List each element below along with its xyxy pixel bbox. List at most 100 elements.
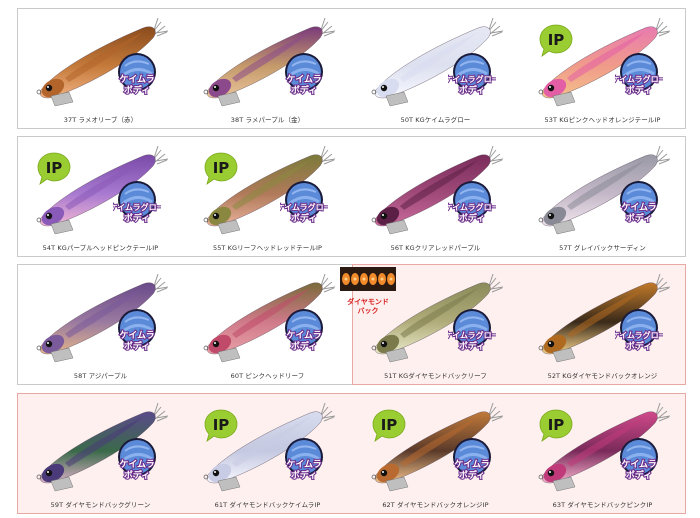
svg-text:ケイムラ: ケイムラ [119, 330, 154, 341]
ip-badge-icon: IP [37, 152, 71, 185]
svg-text:ボディ: ボディ [459, 340, 485, 352]
svg-text:IP: IP [548, 31, 565, 49]
product-card: ケイムラボディ IP 61T ダイヤモンドバックケイムラIP [184, 393, 351, 514]
product-code: 58T [73, 372, 87, 380]
product-code: 60T [230, 372, 244, 380]
product-card: ケイムラボディ 58T アジパープル [17, 264, 184, 385]
product-code: 52T [547, 372, 561, 380]
egi-lure-image [371, 17, 504, 107]
egi-lure-image [36, 17, 169, 107]
product-card: ケイムラグローボディ IP 55T KGリーフヘッドレッドテールIP [184, 136, 351, 257]
product-code: 50T [400, 116, 414, 124]
product-caption: 55T KGリーフヘッドレッドテールIP [184, 242, 351, 252]
egi-lure-image [371, 145, 504, 235]
product-code: 53T [544, 116, 558, 124]
product-name: ピンクヘッドリーフ [245, 372, 305, 380]
egi-lure-image [203, 145, 336, 235]
product-card: ケイムラボディ 57T グレイバックサーディン [519, 136, 686, 257]
product-caption: 37T ラメオリーブ（赤） [17, 114, 184, 124]
svg-text:ボディ: ボディ [291, 84, 317, 96]
product-caption: 51T KGダイヤモンドバックリーフ [352, 370, 519, 380]
svg-text:IP: IP [46, 159, 63, 177]
svg-text:ボディ: ボディ [459, 469, 485, 481]
egi-lure-image [371, 273, 504, 363]
svg-text:ケイムラグロー: ケイムラグロー [280, 202, 328, 212]
svg-text:ケイムラ: ケイムラ [119, 74, 154, 85]
product-card: ケイムラグローボディ 56T KGクリアレッドパープル [352, 136, 519, 257]
product-card: ケイムラボディ 38T ラメパープル（金） [184, 8, 351, 129]
product-name: KGリーフヘッドレッドテールIP [227, 244, 323, 252]
svg-text:ケイムラグロー: ケイムラグロー [615, 74, 663, 84]
product-caption: 54T KGパープルヘッドピンクテールIP [17, 242, 184, 252]
product-code: 61T [214, 501, 228, 509]
egi-lure-image [538, 17, 671, 107]
product-name: KGダイヤモンドバックオレンジ [562, 372, 658, 380]
product-name: KGケイムラグロー [415, 116, 471, 124]
product-name: ラメオリーブ（赤） [78, 116, 138, 124]
ip-badge-icon: IP [539, 24, 573, 57]
diamond-back-swatch [340, 267, 396, 291]
svg-text:ボディ: ボディ [626, 340, 652, 352]
product-caption: 60T ピンクヘッドリーフ [184, 370, 351, 380]
egi-lure-image [36, 402, 169, 492]
product-name: アジパープル [88, 372, 128, 380]
product-card: ケイムラグローボディ 52T KGダイヤモンドバックオレンジ [519, 264, 686, 385]
svg-text:ケイムラ: ケイムラ [119, 459, 154, 470]
svg-text:ケイムラ: ケイムラ [621, 459, 656, 470]
product-caption: 63T ダイヤモンドバックピンクIP [519, 499, 686, 509]
egi-lure-image [36, 273, 169, 363]
product-name: ダイヤモンドバックケイムラIP [229, 501, 321, 509]
product-caption: 58T アジパープル [17, 370, 184, 380]
svg-text:ボディ: ボディ [124, 84, 150, 96]
svg-text:ケイムラグロー: ケイムラグロー [448, 74, 496, 84]
product-name: KGクリアレッドパープル [405, 244, 481, 252]
svg-text:IP: IP [548, 416, 565, 434]
product-code: 63T [552, 501, 566, 509]
svg-text:ボディ: ボディ [124, 469, 150, 481]
product-card: ケイムラボディ 60T ピンクヘッドリーフ [184, 264, 351, 385]
egi-lure-image [371, 402, 504, 492]
svg-text:ボディ: ボディ [459, 212, 485, 224]
svg-text:IP: IP [213, 159, 230, 177]
diamond-back-label: ダイヤモンド バック [347, 298, 389, 315]
egi-lure-image [203, 402, 336, 492]
product-caption: 61T ダイヤモンドバックケイムラIP [184, 499, 351, 509]
product-caption: 52T KGダイヤモンドバックオレンジ [519, 370, 686, 380]
svg-text:ケイムラ: ケイムラ [621, 202, 656, 213]
product-card: ケイムラボディ IP 62T ダイヤモンドバックオレンジIP [352, 393, 519, 514]
svg-text:ボディ: ボディ [291, 469, 317, 481]
product-name: ダイヤモンドバックオレンジIP [397, 501, 489, 509]
product-code: 37T [63, 116, 77, 124]
product-name: ダイヤモンドバックピンクIP [567, 501, 653, 509]
product-name: KGダイヤモンドバックリーフ [398, 372, 487, 380]
product-caption: 59T ダイヤモンドバックグリーン [17, 499, 184, 509]
product-card: ケイムラグローボディ 51T KGダイヤモンドバックリーフ [352, 264, 519, 385]
product-card: ケイムラグローボディ IP 53T KGピンクヘッドオレンジテールIP [519, 8, 686, 129]
svg-text:IP: IP [213, 416, 230, 434]
svg-text:ボディ: ボディ [626, 469, 652, 481]
svg-text:IP: IP [381, 416, 398, 434]
product-card: ケイムラボディ 37T ラメオリーブ（赤） [17, 8, 184, 129]
svg-text:ケイムラ: ケイムラ [286, 330, 321, 341]
egi-lure-image [203, 273, 336, 363]
svg-text:ボディ: ボディ [291, 340, 317, 352]
svg-text:ボディ: ボディ [626, 84, 652, 96]
product-card: ケイムラボディ IP 63T ダイヤモンドバックピンクIP [519, 393, 686, 514]
product-card: ケイムラグローボディ 50T KGケイムラグロー [352, 8, 519, 129]
svg-text:ボディ: ボディ [459, 84, 485, 96]
ip-badge-icon: IP [204, 152, 238, 185]
product-code: 55T [212, 244, 226, 252]
product-caption: 53T KGピンクヘッドオレンジテールIP [519, 114, 686, 124]
product-card: ケイムラグローボディ IP 54T KGパープルヘッドピンクテールIP [17, 136, 184, 257]
